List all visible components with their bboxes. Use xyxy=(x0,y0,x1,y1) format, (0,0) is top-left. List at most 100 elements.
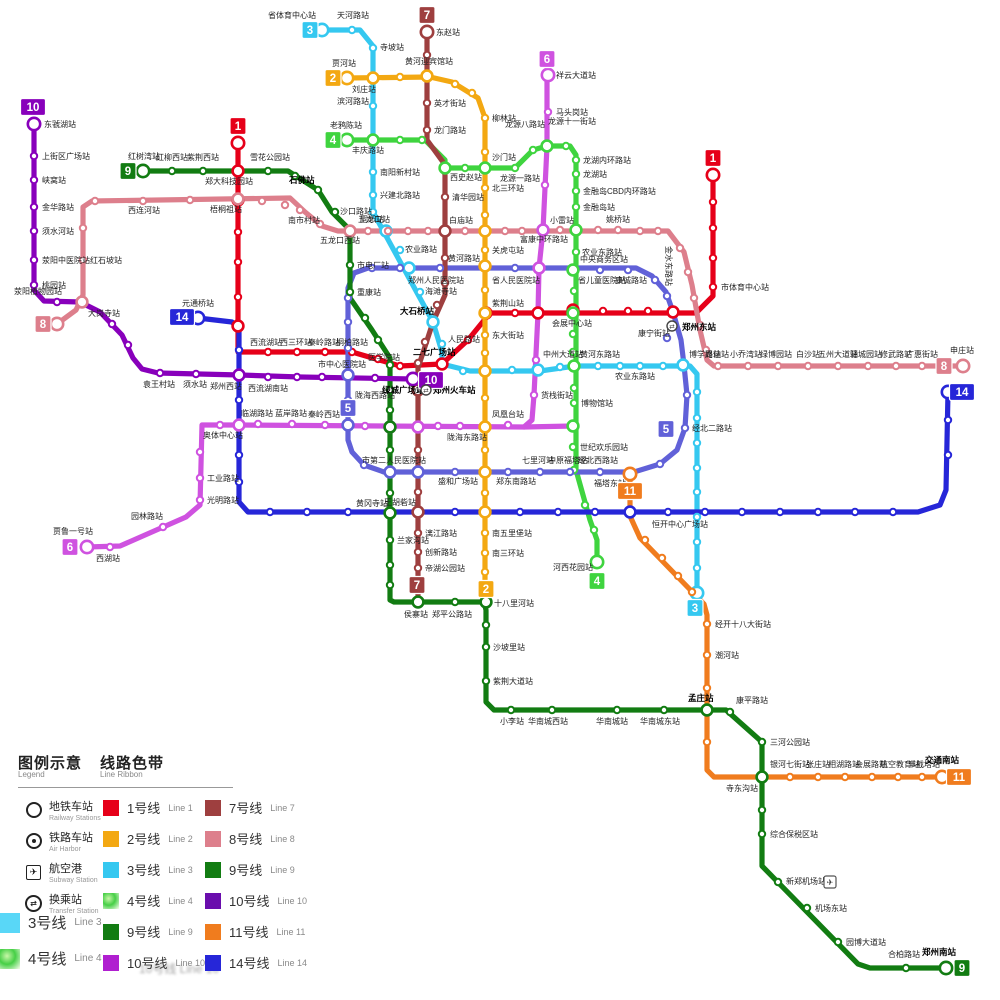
station-label: 张庄站 xyxy=(806,759,830,769)
station-label: 申庄站 xyxy=(950,345,974,355)
station-label: 潮河站 xyxy=(715,650,739,660)
line-color-swatch xyxy=(103,954,119,971)
station-label: 龙源十一街站 xyxy=(548,116,596,126)
station-dot xyxy=(571,169,581,179)
terminus-station xyxy=(79,539,95,555)
station-dot xyxy=(450,507,460,517)
station-label: 寺坡站 xyxy=(380,42,404,52)
station-dot xyxy=(233,292,243,302)
station-dot xyxy=(659,705,669,715)
station-dot xyxy=(234,450,244,460)
station-dot xyxy=(943,450,953,460)
station-dot xyxy=(463,335,473,345)
station-label: 西流湖站 xyxy=(250,337,282,347)
station-dot xyxy=(480,528,490,538)
station-dot xyxy=(517,226,527,236)
station-label: 石佛站 xyxy=(288,175,315,185)
line-badge-6: 6 xyxy=(538,49,556,69)
transfer-station xyxy=(411,420,425,434)
station-dot xyxy=(543,107,553,117)
station-dot xyxy=(682,390,692,400)
line-11 xyxy=(627,471,945,780)
station-label: 龙湖站 xyxy=(583,169,607,179)
station-label: 恒开中心广场站 xyxy=(652,519,708,529)
station-dot xyxy=(29,202,39,212)
station-label: 修武路站 xyxy=(880,349,912,359)
stray-line-sub: Line 4 xyxy=(74,953,102,964)
ribbon-line-sub: Line 9 xyxy=(168,926,193,937)
station-label: 凤凰台站 xyxy=(492,409,524,419)
station-dot xyxy=(373,354,383,364)
station-label: 小李站 xyxy=(500,716,524,726)
line-badge-7: 7 xyxy=(418,5,436,25)
station-label: 郑东南路站 xyxy=(496,476,536,486)
station-dot xyxy=(480,113,490,123)
station-label: 医学院站 xyxy=(368,352,400,362)
svg-text:8: 8 xyxy=(941,361,948,373)
line-color-swatch xyxy=(0,912,20,933)
station-label: 沙门站 xyxy=(492,152,516,162)
station-label: 南五里堡站 xyxy=(492,528,532,538)
station-label: 华南城东站 xyxy=(640,716,680,726)
station-label: 西史赵站 xyxy=(450,172,482,182)
station-dot xyxy=(52,297,62,307)
station-dot xyxy=(613,225,623,235)
station-label: 关虎屯站 xyxy=(492,245,524,255)
station-dot xyxy=(507,365,517,375)
airport-icon: ✈ xyxy=(823,875,837,889)
station-dot xyxy=(702,737,712,747)
station-dot xyxy=(263,166,273,176)
station-label: 秦岭路站 xyxy=(308,337,340,347)
station-dot xyxy=(623,265,633,275)
svg-text:6: 6 xyxy=(67,542,73,554)
svg-text:9: 9 xyxy=(959,963,965,975)
station-dot xyxy=(440,253,450,263)
station-label: 龙湖内环路站 xyxy=(583,155,631,165)
legend-item-sub: Railway Stations xyxy=(49,815,101,822)
terminus-station xyxy=(49,316,65,332)
line-badge-2: 2 xyxy=(477,579,495,599)
station-label: 黄河路站 xyxy=(448,253,480,263)
line-badge-8: 8 xyxy=(935,356,953,376)
svg-text:7: 7 xyxy=(424,10,430,22)
station-dot xyxy=(867,772,877,782)
station-dot xyxy=(708,223,718,233)
ribbon-line-sub: Line 7 xyxy=(270,802,295,813)
station-dot xyxy=(395,361,405,371)
svg-text:10: 10 xyxy=(425,375,438,387)
transfer-station xyxy=(232,368,246,382)
station-dot xyxy=(385,488,395,498)
station-label: 五龙口站 xyxy=(358,214,390,224)
line-badge-11: 11 xyxy=(945,767,973,787)
line-color-swatch xyxy=(103,861,119,878)
station-label: 龙门路站 xyxy=(434,125,466,135)
station-dot xyxy=(138,196,148,206)
line-color-swatch xyxy=(103,799,119,816)
station-dot xyxy=(317,372,327,382)
station-dot xyxy=(580,500,590,510)
station-dot xyxy=(480,445,490,455)
station-dot xyxy=(215,420,225,430)
station-label: 南三环站 xyxy=(492,548,524,558)
station-label: 西三环站 xyxy=(280,337,312,347)
station-label: 会展路站 xyxy=(855,759,887,769)
station-dot xyxy=(680,423,690,433)
station-label: 大石桥站 xyxy=(400,306,435,316)
station-label: 经北二路站 xyxy=(692,423,732,433)
station-label: 梧桐祖站 xyxy=(210,204,242,214)
station-label: 半截塔站 xyxy=(908,759,940,769)
legend-item-label: 铁路车站 xyxy=(49,832,93,844)
transfer-station xyxy=(231,164,245,178)
station-label: 华南城西站 xyxy=(528,716,568,726)
station-dot xyxy=(385,385,395,395)
station-dot xyxy=(29,151,39,161)
station-dot xyxy=(813,507,823,517)
ribbon-line-name: 3号线 xyxy=(127,863,161,878)
svg-text:1: 1 xyxy=(710,153,717,165)
station-label: 海滩寺站 xyxy=(425,286,457,296)
station-dot xyxy=(385,560,395,570)
station-label: 园博大道站 xyxy=(846,937,886,947)
